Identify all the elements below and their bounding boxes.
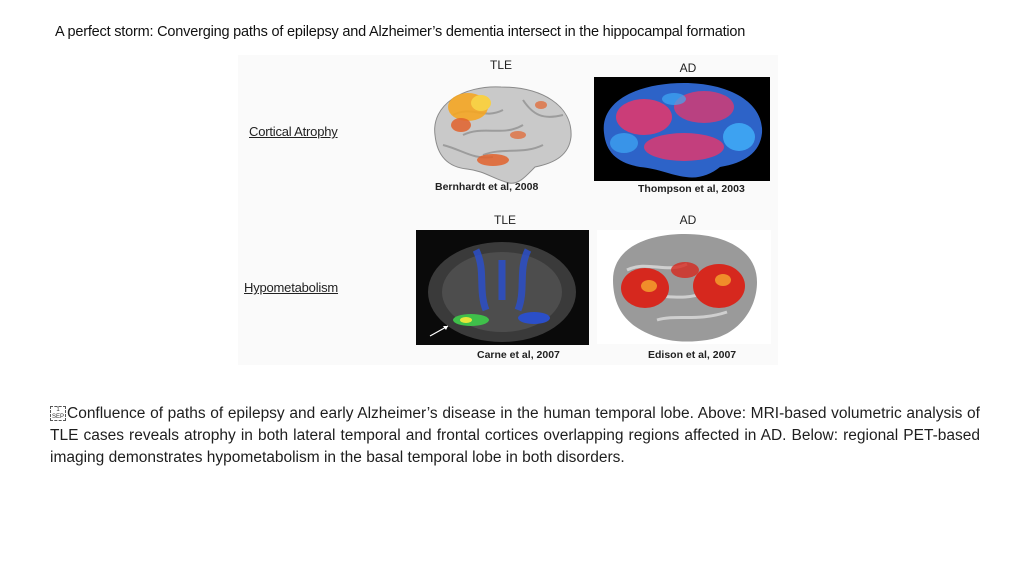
column-header-tle-top: TLE xyxy=(489,58,512,72)
row-label-cortical-atrophy: Cortical Atrophy xyxy=(249,124,338,139)
citation-bernhardt: Bernhardt et al, 2008 xyxy=(435,181,539,193)
tle-pet-image xyxy=(416,230,589,345)
column-header-ad-bottom: AD xyxy=(679,213,697,227)
tle-cortical-brain-image xyxy=(423,75,583,193)
column-header-tle-bottom: TLE xyxy=(493,213,516,227)
citation-thompson: Thompson et al, 2003 xyxy=(638,183,745,195)
separator-glyph: 1 SEP xyxy=(50,406,66,422)
caption-text: Confluence of paths of epilepsy and earl… xyxy=(50,405,980,466)
ad-cortical-brain-image xyxy=(594,77,770,181)
column-header-ad-top: AD xyxy=(679,61,697,75)
ad-pet-image xyxy=(597,230,771,344)
citation-edison: Edison et al, 2007 xyxy=(648,349,737,361)
slide-title: A perfect storm: Converging paths of epi… xyxy=(55,24,746,40)
row-label-hypometabolism: Hypometabolism xyxy=(244,280,339,295)
brain-imaging-figure: TLE AD Cortical Atrophy Bernhardt et al,… xyxy=(238,55,778,365)
citation-carne: Carne et al, 2007 xyxy=(477,349,560,361)
